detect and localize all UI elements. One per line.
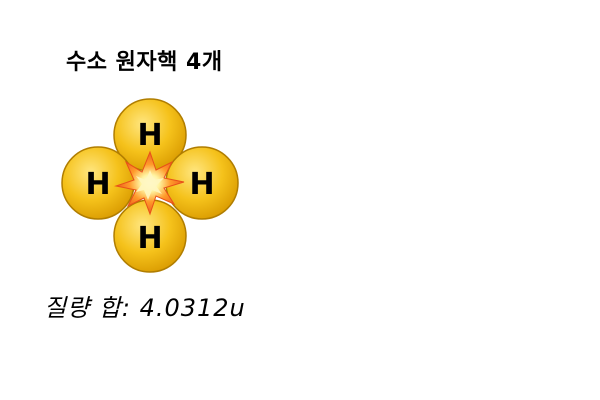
title: 수소 원자핵 4개 <box>66 50 223 75</box>
nucleus-left-label: H <box>85 167 110 202</box>
mass-sum-caption: 질량 합: 4.0312u <box>44 294 246 322</box>
nuclei-svg: H H H H <box>61 98 239 273</box>
hydrogen-nuclei-diagram: H H H H <box>40 90 280 290</box>
nucleus-top-label: H <box>137 118 162 153</box>
nucleus-bottom-label: H <box>137 221 162 256</box>
fusion-burst-icon <box>114 150 185 216</box>
nucleus-right-label: H <box>189 167 214 202</box>
